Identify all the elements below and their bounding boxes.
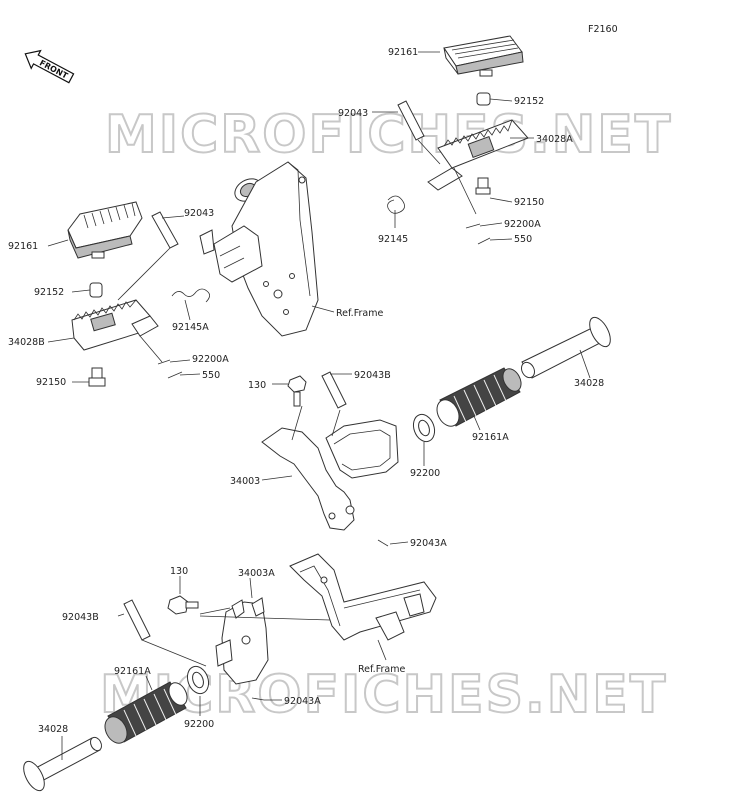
label-92161A-right: 92161A xyxy=(472,432,509,443)
spring-right xyxy=(387,195,405,214)
front-arrow-icon: FRONT xyxy=(24,49,75,84)
label-92043-left: 92043 xyxy=(184,208,214,219)
pin-right xyxy=(397,100,425,141)
peg-right xyxy=(521,316,611,379)
label-92161A-left: 92161A xyxy=(114,666,151,677)
label-92043A-a: 92043A xyxy=(410,538,447,549)
pin-92043A-a xyxy=(377,539,389,547)
label-130-a: 130 xyxy=(248,380,266,391)
peg-rubber-left xyxy=(104,681,188,744)
watermark-top: MICROFICHES.NET xyxy=(105,105,672,165)
label-92152-right: 92152 xyxy=(514,96,544,107)
label-92200-b: 92200 xyxy=(184,719,214,730)
bottom-assembly xyxy=(23,553,437,792)
right-footrest-assembly xyxy=(372,35,534,245)
label-92161-left: 92161 xyxy=(8,241,38,252)
footpeg-right xyxy=(427,119,529,191)
bolt-130-a xyxy=(287,375,307,407)
diagram-id: F2160 xyxy=(588,24,618,35)
frame-lower xyxy=(289,553,437,661)
label-92150-left: 92150 xyxy=(36,377,66,388)
label-92152-left: 92152 xyxy=(34,287,64,298)
label-92150-right: 92150 xyxy=(514,197,544,208)
label-34028B: 34028B xyxy=(8,337,45,348)
label-92043B-b: 92043B xyxy=(62,612,99,623)
label-92043B-a: 92043B xyxy=(354,370,391,381)
label-92200A-left: 92200A xyxy=(192,354,229,365)
cotter-left xyxy=(167,371,183,379)
washer-right xyxy=(465,223,481,229)
front-badge-label: FRONT xyxy=(38,58,70,81)
collar-right xyxy=(476,92,491,106)
label-550-right: 550 xyxy=(514,234,532,245)
label-ref-frame-2: Ref.Frame xyxy=(358,664,405,675)
washer-left xyxy=(157,359,171,365)
pin-92043B-a xyxy=(321,371,347,409)
label-34003A: 34003A xyxy=(238,568,275,579)
bolt-130-b xyxy=(167,595,199,615)
label-ref-frame-1: Ref.Frame xyxy=(336,308,383,319)
center-bracket-assembly xyxy=(261,316,611,547)
label-92043-right: 92043 xyxy=(338,108,368,119)
label-34028-left: 34028 xyxy=(38,724,68,735)
label-92200-a: 92200 xyxy=(410,468,440,479)
left-footrest-assembly xyxy=(47,201,210,387)
bolt-left xyxy=(88,367,106,387)
peg-left xyxy=(23,736,103,792)
bolt-right xyxy=(475,177,491,195)
label-34003: 34003 xyxy=(230,476,260,487)
footrest-rubber-right xyxy=(443,35,524,77)
spring-left xyxy=(171,288,210,303)
pin-92043B-b xyxy=(123,599,151,641)
label-92145A: 92145A xyxy=(172,322,209,333)
cotter-right xyxy=(477,237,491,245)
label-130-b: 130 xyxy=(170,566,188,577)
label-34028-right: 34028 xyxy=(574,378,604,389)
peg-rubber-right xyxy=(436,367,522,427)
label-92200A-right: 92200A xyxy=(504,219,541,230)
label-92043A-b: 92043A xyxy=(284,696,321,707)
label-92161-right: 92161 xyxy=(388,47,418,58)
bracket-loop xyxy=(325,419,399,479)
label-34028A: 34028A xyxy=(536,134,573,145)
frame-upper xyxy=(199,161,335,337)
pin-92043A-b xyxy=(251,697,265,701)
label-550-left: 550 xyxy=(202,370,220,381)
label-92145-right: 92145 xyxy=(378,234,408,245)
pin-left xyxy=(151,211,179,249)
footrest-rubber-left xyxy=(67,201,143,259)
collar-left xyxy=(89,282,103,298)
